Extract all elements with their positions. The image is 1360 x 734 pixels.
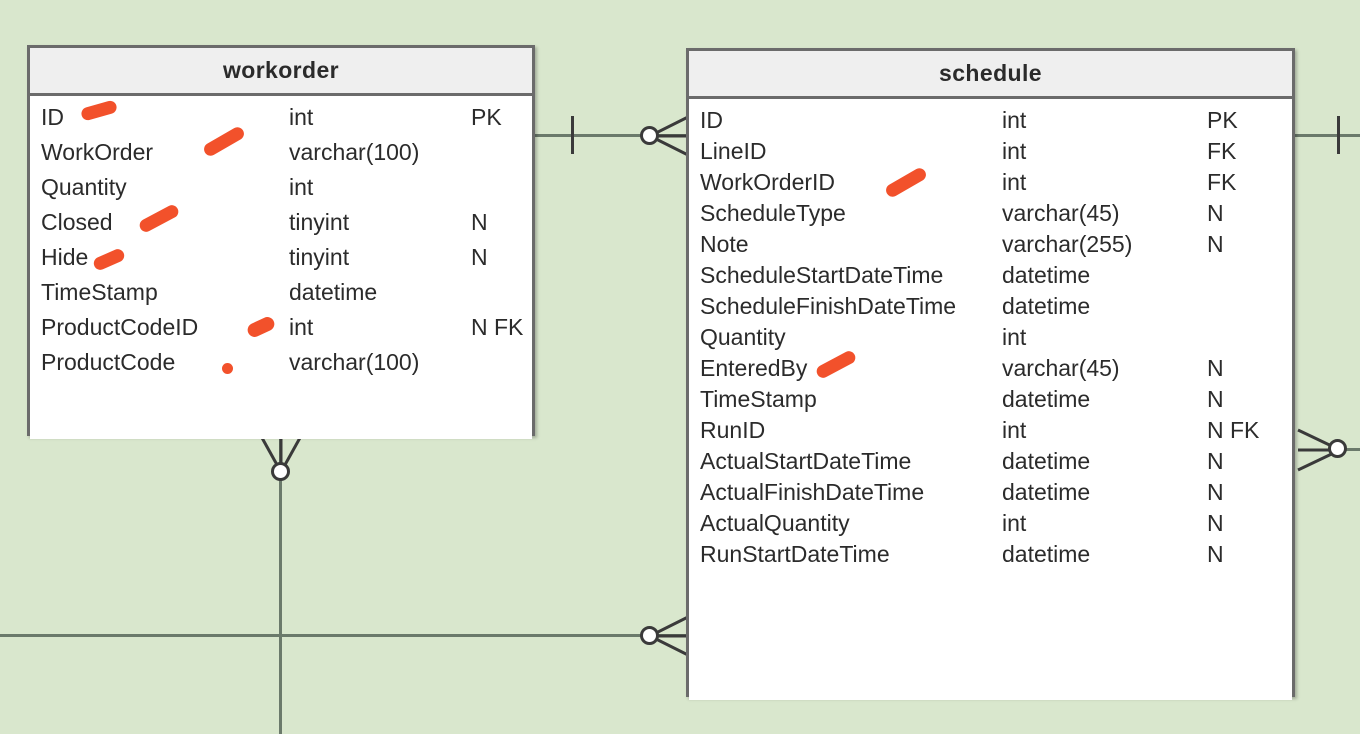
attribute-name: ActualFinishDateTime xyxy=(700,479,925,505)
cardinality-one-tick-workorder-schedule xyxy=(571,116,574,154)
attribute-type: varchar(45) xyxy=(1002,200,1120,226)
attribute-type: datetime xyxy=(1002,262,1091,288)
entity-workorder[interactable]: workorder ID int PK WorkOrder varchar(10… xyxy=(27,45,535,439)
attribute-name: Hide xyxy=(41,244,89,270)
attribute-key: N xyxy=(1207,355,1224,381)
attribute-type: tinyint xyxy=(289,209,350,235)
attribute-type: varchar(45) xyxy=(1002,355,1120,381)
attribute-name: WorkOrder xyxy=(41,139,154,165)
attribute-type: int xyxy=(289,314,314,340)
attribute-name: LineID xyxy=(700,138,767,164)
connector-workorder-schedule-top[interactable] xyxy=(535,134,686,137)
attribute-key: N xyxy=(1207,448,1224,474)
attribute-name: ScheduleStartDateTime xyxy=(700,262,944,288)
attribute-key: N FK xyxy=(1207,417,1260,443)
entity-workorder-title: workorder xyxy=(30,48,532,96)
attribute-key: N xyxy=(1207,541,1224,567)
attribute-type: datetime xyxy=(289,279,378,305)
attribute-type: datetime xyxy=(1002,386,1091,412)
attribute-name: WorkOrderID xyxy=(700,169,836,195)
cardinality-zero-circle-schedule-bottom xyxy=(640,626,659,645)
attribute-name: ActualStartDateTime xyxy=(700,448,912,474)
attribute-key: N xyxy=(1207,510,1224,536)
entity-schedule-title: schedule xyxy=(689,51,1292,99)
cardinality-one-tick-schedule-right-top xyxy=(1337,116,1340,154)
attribute-name: ScheduleFinishDateTime xyxy=(700,293,957,319)
attribute-type: int xyxy=(1002,107,1027,133)
attribute-name: ProductCode xyxy=(41,349,176,375)
attribute-type: int xyxy=(1002,138,1027,164)
entity-workorder-attributes: ID int PK WorkOrder varchar(100) Quantit… xyxy=(30,96,532,439)
attribute-key: N xyxy=(1207,200,1224,226)
attribute-type: int xyxy=(1002,510,1027,536)
attribute-key: N xyxy=(1207,231,1224,257)
attribute-key: PK xyxy=(1207,107,1238,133)
attribute-type: int xyxy=(289,104,314,130)
attribute-name: ID xyxy=(700,107,723,133)
attribute-name: Note xyxy=(700,231,749,257)
attribute-key: N FK xyxy=(471,314,524,340)
attribute-key: N xyxy=(471,209,488,235)
attribute-type: datetime xyxy=(1002,479,1091,505)
attribute-name: RunID xyxy=(700,417,766,443)
attribute-name: TimeStamp xyxy=(41,279,158,305)
attribute-key: N xyxy=(1207,479,1224,505)
connector-workorder-bottom-down[interactable] xyxy=(279,436,282,734)
attribute-name: Closed xyxy=(41,209,113,235)
attribute-type: int xyxy=(289,174,314,200)
attribute-name: EnteredBy xyxy=(700,355,808,381)
attribute-key: N xyxy=(1207,386,1224,412)
cardinality-zero-circle-schedule-right-middle xyxy=(1328,439,1347,458)
attribute-type: int xyxy=(1002,417,1027,443)
entity-schedule[interactable]: schedule ID int PK LineID int FK WorkOrd… xyxy=(686,48,1295,700)
attribute-name: ProductCodeID xyxy=(41,314,199,340)
connector-left-edge-schedule-bottom[interactable] xyxy=(0,634,686,637)
connector-schedule-right-top[interactable] xyxy=(1295,134,1360,137)
attribute-type: varchar(255) xyxy=(1002,231,1133,257)
attribute-name: RunStartDateTime xyxy=(700,541,890,567)
attribute-name: ScheduleType xyxy=(700,200,846,226)
entity-schedule-attributes: ID int PK LineID int FK WorkOrderID int … xyxy=(689,99,1292,700)
attribute-type: int xyxy=(1002,169,1027,195)
attribute-name: TimeStamp xyxy=(700,386,817,412)
attribute-type: varchar(100) xyxy=(289,139,420,165)
attribute-type: datetime xyxy=(1002,541,1091,567)
attribute-key: PK xyxy=(471,104,502,130)
attribute-type: datetime xyxy=(1002,448,1091,474)
attribute-type: int xyxy=(1002,324,1027,350)
attribute-name: Quantity xyxy=(700,324,786,350)
attribute-key: FK xyxy=(1207,138,1237,164)
cardinality-zero-circle-workorder-bottom xyxy=(271,462,290,481)
attribute-type: tinyint xyxy=(289,244,350,270)
attribute-key: FK xyxy=(1207,169,1237,195)
attribute-name: ID xyxy=(41,104,64,130)
attribute-type: varchar(100) xyxy=(289,349,420,375)
attribute-name: Quantity xyxy=(41,174,127,200)
attribute-type: datetime xyxy=(1002,293,1091,319)
attribute-name: ActualQuantity xyxy=(700,510,850,536)
cardinality-zero-circle-schedule-top xyxy=(640,126,659,145)
attribute-key: N xyxy=(471,244,488,270)
